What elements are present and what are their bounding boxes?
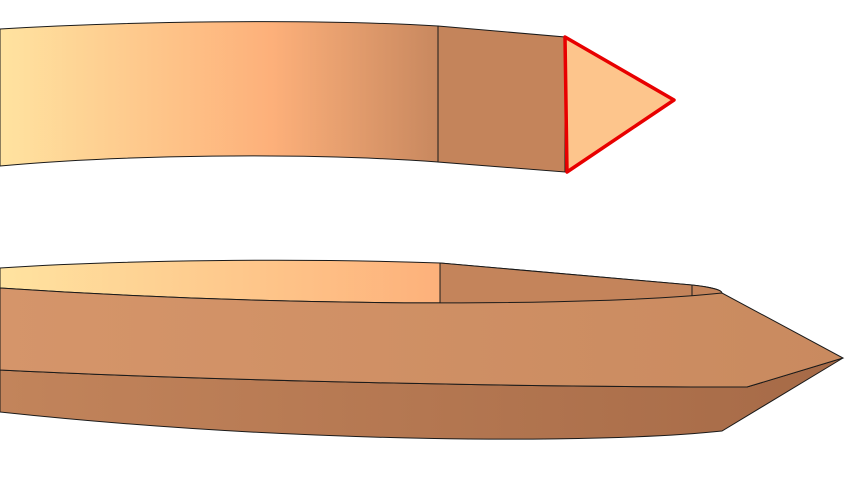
upper-strip-tip-face-selected[interactable] xyxy=(563,35,676,174)
upper-strip[interactable] xyxy=(0,21,676,174)
lower-strip[interactable] xyxy=(0,259,845,440)
upper-strip-curved-face[interactable] xyxy=(0,21,439,167)
lower-strip-front-face[interactable] xyxy=(0,287,845,388)
upper-strip-end-face[interactable] xyxy=(437,25,566,173)
